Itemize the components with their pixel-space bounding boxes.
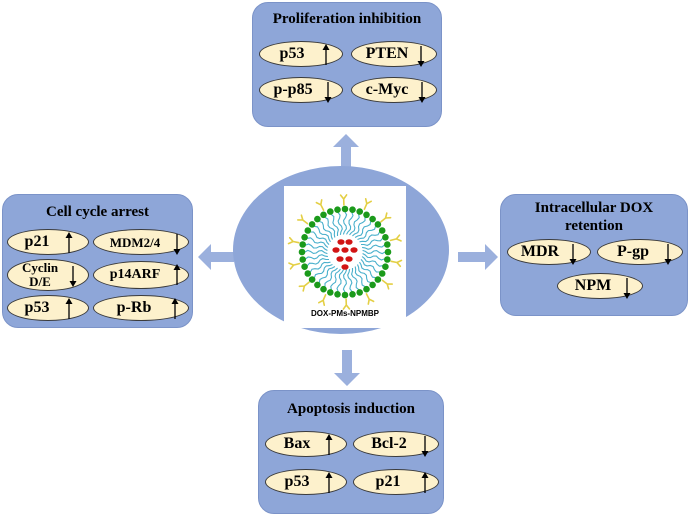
pill-npm: NPM: [557, 273, 643, 299]
arrow-down-icon: [417, 46, 425, 67]
pill-mdr: MDR: [507, 239, 591, 265]
proliferation-box: Proliferation inhibition p53 PTEN p-p85 …: [252, 2, 442, 127]
pill-p-p85: p-p85: [259, 77, 343, 103]
arrow-down-icon: [418, 82, 426, 103]
arrow-down-icon: [623, 278, 631, 299]
nanoparticle-image: [284, 186, 406, 328]
pill-p53: p53: [265, 469, 347, 495]
arrow-up-icon: [171, 298, 179, 319]
pill-c-myc: c-Myc: [351, 77, 437, 103]
arrow-right: [458, 244, 498, 270]
pill-p14arf: p14ARF: [93, 261, 189, 289]
arrow-up-icon: [65, 232, 73, 253]
arrow-down-icon: [69, 266, 77, 287]
arrow-down-icon: [421, 436, 429, 457]
retention-title-line2: retention: [564, 218, 624, 234]
pill-p-gp: P-gp: [597, 239, 683, 265]
retention-title-line1: Intracellular DOX: [534, 200, 654, 216]
pill-mdm2-4: MDM2/4: [93, 229, 189, 255]
arrow-up-icon: [325, 472, 333, 493]
arrow-down-icon: [569, 244, 577, 265]
pill-bax: Bax: [265, 431, 347, 457]
apoptosis-title: Apoptosis induction: [287, 401, 415, 417]
micelle-icon: [287, 194, 403, 310]
arrow-down-icon: [173, 234, 181, 255]
arrow-up-icon: [421, 472, 429, 493]
arrow-up-icon: [325, 434, 333, 455]
pill-p21: p21: [353, 469, 439, 495]
cell-cycle-box: Cell cycle arrest p21 MDM2/4 Cyclin D/E …: [2, 194, 193, 328]
arrow-down-icon: [664, 244, 672, 265]
arrow-up: [333, 134, 359, 170]
arrow-up-icon: [173, 264, 181, 285]
arrow-left: [198, 244, 234, 270]
pill-pten: PTEN: [351, 41, 437, 67]
pill-bcl-2: Bcl-2: [353, 431, 439, 457]
pill-p-rb: p-Rb: [93, 295, 189, 321]
pill-p53: p53: [7, 295, 89, 321]
arrow-up-icon: [322, 44, 330, 65]
center-label: DOX-PMs-NPMBP: [310, 309, 379, 318]
arrow-down-icon: [324, 82, 332, 103]
retention-box: Intracellular DOX retention MDR P-gp NPM: [500, 194, 688, 316]
pill-cyclin-de: Cyclin D/E: [7, 259, 89, 291]
pill-p53: p53: [259, 41, 343, 67]
proliferation-title: Proliferation inhibition: [272, 11, 422, 27]
arrow-up-icon: [65, 298, 73, 319]
apoptosis-box: Apoptosis induction Bax Bcl-2 p53 p21: [258, 390, 444, 514]
arrow-down: [334, 350, 360, 386]
cell-cycle-title: Cell cycle arrest: [45, 204, 149, 220]
pill-p21: p21: [7, 229, 89, 255]
